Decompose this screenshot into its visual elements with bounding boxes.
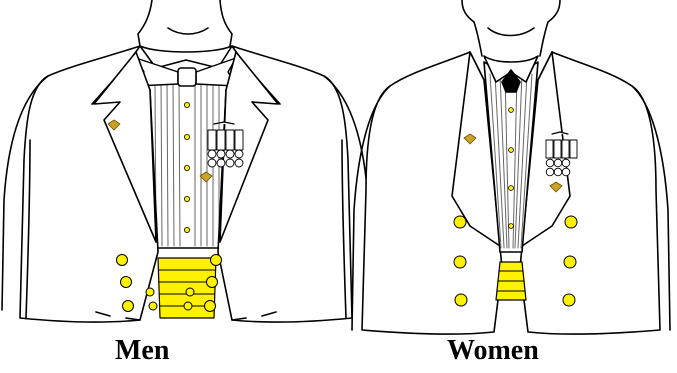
men-neck (138, 0, 232, 46)
men-uniform-figure (2, 0, 370, 322)
men-caption: Men (115, 334, 169, 368)
men-chin (168, 28, 208, 34)
women-cummerbund (496, 262, 526, 300)
women-caption: Women (447, 334, 539, 368)
women-uniform-figure (352, 0, 670, 334)
women-hair (462, 0, 560, 22)
women-neck (474, 22, 548, 56)
bow-tie-knot (178, 68, 196, 86)
